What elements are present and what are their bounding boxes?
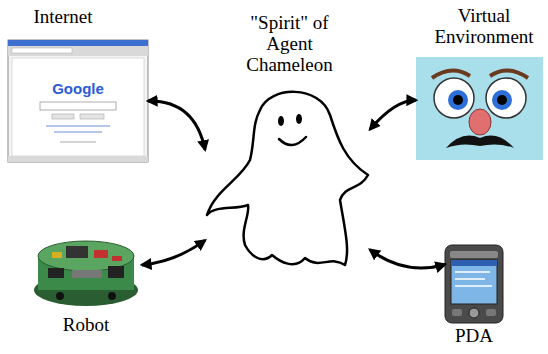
node-heading: PDA <box>429 325 519 346</box>
pda-picture <box>445 245 503 323</box>
ghost-figure <box>207 92 368 265</box>
picture-node: Robot <box>30 228 142 310</box>
double-arrow <box>370 100 416 129</box>
picture-node: PDA <box>445 245 503 323</box>
double-arrow <box>142 240 205 265</box>
picture-node: Virtual Environment <box>416 57 543 160</box>
picture-node: "Spirit" of Agent Chameleon <box>205 85 370 270</box>
browser-screenshot <box>8 40 148 162</box>
node-heading: Virtual Environment <box>428 5 540 47</box>
picture-node: InternetGoogle <box>8 40 148 162</box>
cartoon-face <box>416 57 543 160</box>
robot-picture <box>34 241 138 306</box>
logo-text: Google <box>28 80 128 97</box>
node-heading: Robot <box>40 314 132 335</box>
double-arrow <box>370 250 445 268</box>
double-arrow <box>148 101 205 150</box>
node-heading: "Spirit" of Agent Chameleon <box>242 12 337 75</box>
node-heading: Internet <box>18 6 108 27</box>
